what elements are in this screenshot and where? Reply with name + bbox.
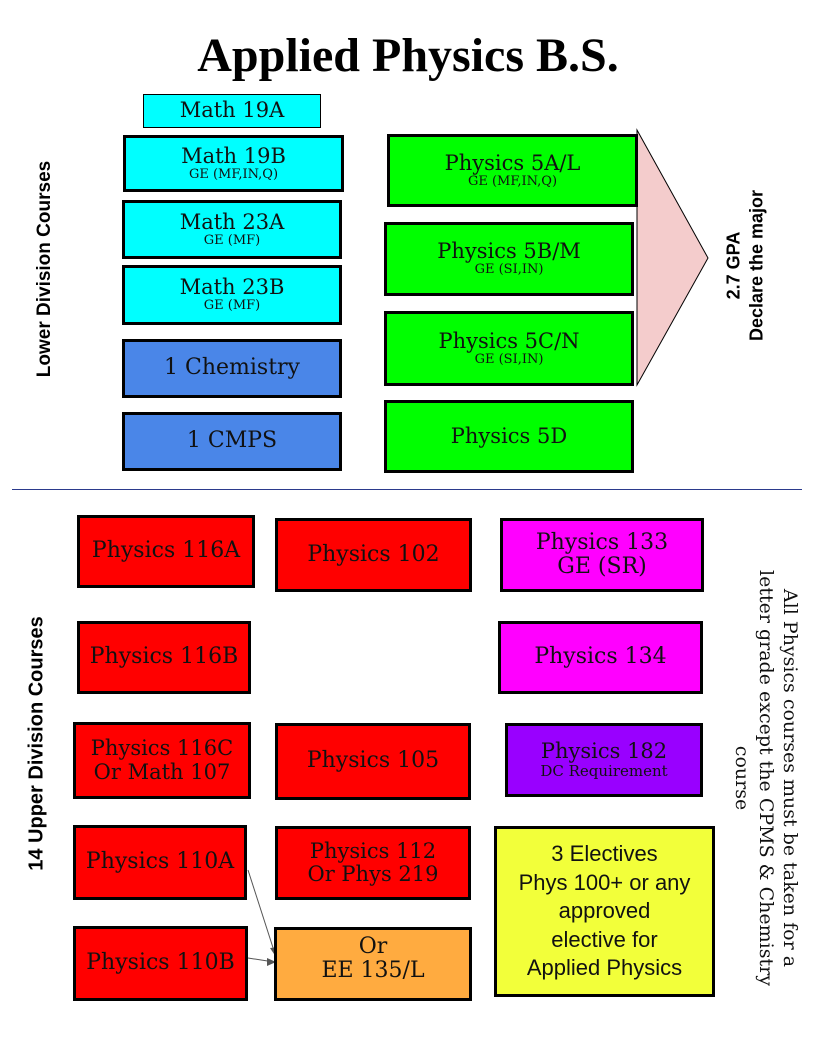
physics-116b-box[interactable]: Physics 116B bbox=[77, 621, 251, 694]
math-23b-box[interactable]: Math 23B GE (MF) bbox=[122, 265, 342, 325]
math-19b-ge: GE (MF,IN,Q) bbox=[188, 166, 279, 182]
grading-note-line-2: letter grade except the CPMS & Chemistry bbox=[755, 570, 778, 986]
upper-division-label: 14 Upper Division Courses bbox=[25, 616, 48, 871]
physics-102-label: Physics 102 bbox=[307, 541, 440, 567]
cmps-box[interactable]: 1 CMPS bbox=[122, 412, 342, 471]
connector-110b-ee135-head bbox=[267, 958, 276, 966]
ee-135-label: EE 135/L bbox=[321, 958, 425, 983]
physics-5a-box[interactable]: Physics 5A/L GE (MF,IN,Q) bbox=[387, 134, 638, 207]
cmps-label: 1 CMPS bbox=[186, 428, 278, 454]
physics-110b-label: Physics 110B bbox=[86, 950, 235, 976]
math-23a-box[interactable]: Math 23A GE (MF) bbox=[122, 200, 342, 259]
electives-line-5: Applied Physics bbox=[526, 955, 683, 981]
physics-5c-ge: GE (SI,IN) bbox=[474, 351, 544, 367]
math-19b-label: Math 19B bbox=[181, 143, 286, 168]
math-23a-ge: GE (MF) bbox=[203, 232, 261, 248]
connector-110a-ee135 bbox=[247, 869, 277, 958]
page-title: Applied Physics B.S. bbox=[197, 29, 619, 82]
physics-5a-ge: GE (MF,IN,Q) bbox=[467, 173, 558, 189]
physics-133-ge: GE (SR) bbox=[557, 554, 647, 579]
math-19a-label: Math 19A bbox=[179, 98, 285, 123]
physics-134-label: Physics 134 bbox=[534, 644, 667, 670]
physics-102-box[interactable]: Physics 102 bbox=[275, 518, 472, 592]
physics-182-box[interactable]: Physics 182 DC Requirement bbox=[505, 723, 703, 797]
physics-5d-box[interactable]: Physics 5D bbox=[384, 400, 634, 473]
math-19a-box[interactable]: Math 19A bbox=[143, 94, 321, 128]
math-23b-ge: GE (MF) bbox=[203, 298, 261, 314]
division-divider bbox=[12, 489, 802, 490]
math-19b-box[interactable]: Math 19B GE (MF,IN,Q) bbox=[123, 135, 344, 192]
gpa-line-2: Declare the major bbox=[746, 189, 766, 342]
physics-5c-box[interactable]: Physics 5C/N GE (SI,IN) bbox=[384, 311, 634, 386]
physics-110a-box[interactable]: Physics 110A bbox=[73, 825, 247, 900]
chemistry-label: 1 Chemistry bbox=[164, 355, 300, 381]
physics-116c-label: Physics 116C bbox=[90, 736, 234, 761]
physics-116a-box[interactable]: Physics 116A bbox=[77, 515, 255, 588]
physics-110a-label: Physics 110A bbox=[85, 849, 235, 875]
physics-5c-label: Physics 5C/N bbox=[438, 328, 580, 353]
physics-112-box[interactable]: Physics 112 Or Phys 219 bbox=[275, 826, 471, 900]
physics-5a-label: Physics 5A/L bbox=[444, 150, 581, 175]
physics-5b-box[interactable]: Physics 5B/M GE (SI,IN) bbox=[384, 222, 634, 296]
physics-105-label: Physics 105 bbox=[306, 748, 440, 774]
electives-line-4: elective for bbox=[551, 926, 658, 952]
electives-line-3: approved bbox=[558, 898, 651, 924]
physics-116c-box[interactable]: Physics 116C Or Math 107 bbox=[73, 722, 251, 799]
grading-note: All Physics courses must be taken for a … bbox=[709, 538, 802, 1018]
grading-note-line-3: course bbox=[731, 745, 754, 811]
physics-112-alt: Or Phys 219 bbox=[307, 862, 439, 886]
physics-182-req: DC Requirement bbox=[540, 762, 668, 781]
physics-116a-label: Physics 116A bbox=[91, 538, 241, 564]
physics-5b-ge: GE (SI,IN) bbox=[474, 262, 544, 278]
physics-134-box[interactable]: Physics 134 bbox=[498, 621, 703, 694]
physics-105-box[interactable]: Physics 105 bbox=[275, 723, 471, 800]
physics-5b-label: Physics 5B/M bbox=[437, 239, 581, 264]
ee-135-or: Or bbox=[358, 933, 388, 959]
lower-division-label: Lower Division Courses bbox=[34, 160, 55, 378]
physics-116c-alt: Or Math 107 bbox=[93, 759, 231, 784]
gpa-text: 2.7 GPA Declare the major bbox=[723, 176, 768, 356]
math-23b-label: Math 23B bbox=[179, 275, 285, 300]
physics-5d-label: Physics 5D bbox=[450, 423, 568, 448]
chemistry-box[interactable]: 1 Chemistry bbox=[122, 339, 342, 398]
grading-note-line-1: All Physics courses must be taken for a bbox=[779, 588, 801, 968]
physics-110b-box[interactable]: Physics 110B bbox=[73, 926, 248, 1001]
gpa-arrow bbox=[636, 128, 709, 387]
electives-box[interactable]: 3 Electives Phys 100+ or any approved el… bbox=[494, 826, 715, 997]
physics-133-label: Physics 133 bbox=[535, 529, 669, 555]
ee-135-box[interactable]: Or EE 135/L bbox=[274, 927, 472, 1001]
physics-112-label: Physics 112 bbox=[309, 838, 437, 863]
gpa-line-1: 2.7 GPA bbox=[723, 231, 744, 300]
physics-116b-label: Physics 116B bbox=[89, 644, 239, 670]
electives-line-2: Phys 100+ or any bbox=[518, 869, 691, 895]
physics-182-label: Physics 182 bbox=[540, 739, 668, 764]
physics-133-box[interactable]: Physics 133 GE (SR) bbox=[500, 518, 704, 592]
math-23a-label: Math 23A bbox=[179, 209, 285, 234]
electives-line-1: 3 Electives bbox=[551, 841, 658, 867]
